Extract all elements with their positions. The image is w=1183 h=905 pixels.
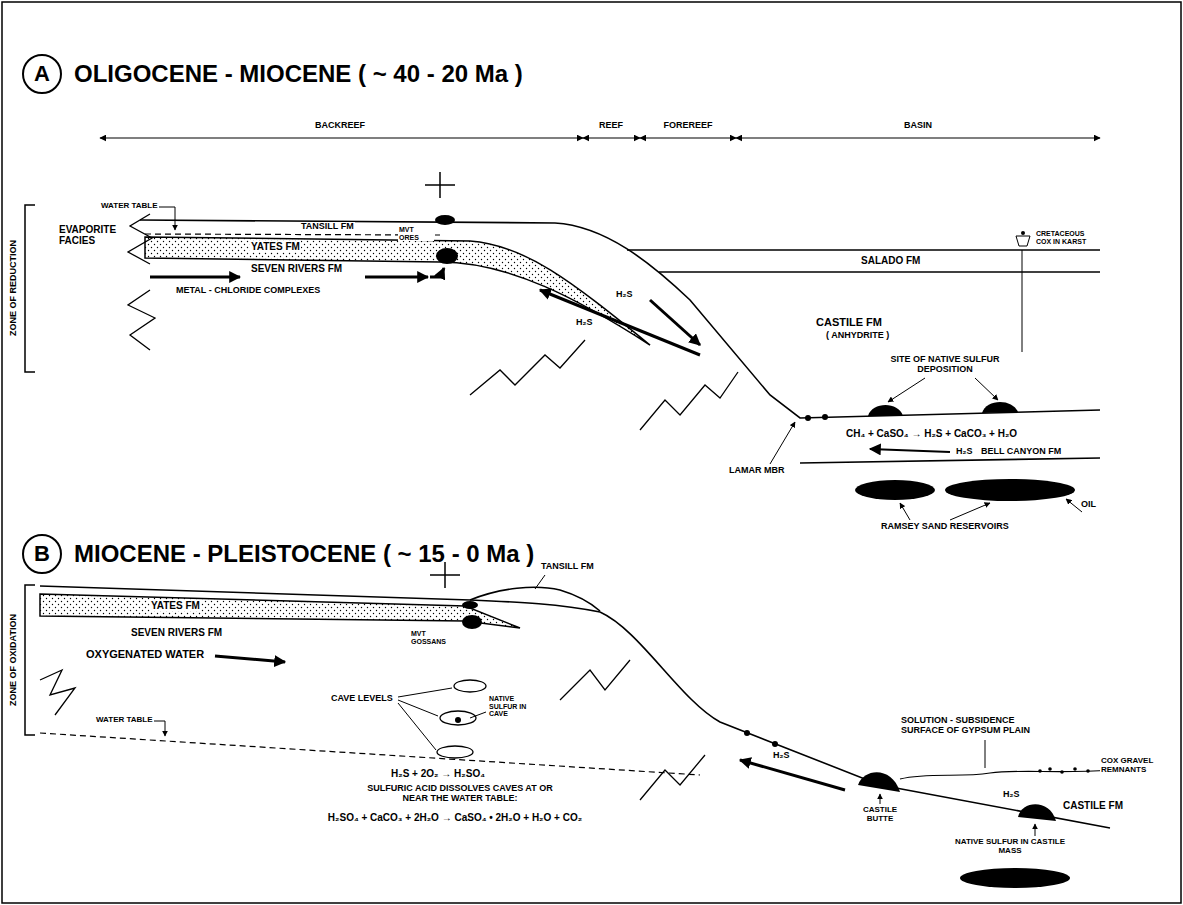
panel-title: MIOCENE - PLEISTOCENE ( ~ 15 - 0 Ma ) — [74, 540, 534, 568]
flow-arrow — [150, 268, 700, 355]
geo-label: OXYGENATED WATER — [85, 648, 205, 660]
land-surface — [40, 586, 1110, 828]
geo-label: CH₄ + CaSO₄ → H₂S + CaCO₃ + H₂O — [845, 428, 1018, 439]
geo-label: METAL - CHLORIDE COMPLEXES — [175, 286, 321, 296]
sulfur-deposit — [805, 402, 1018, 421]
ore-body — [462, 601, 482, 629]
geo-label: CASTILE FM — [815, 316, 883, 328]
facies-axis — [100, 137, 1100, 138]
geo-label: SEVEN RIVERS FM — [130, 627, 223, 638]
geo-label: H₂SO₄ + CaCO₃ + 2H₂O → CaSO₄ • 2H₂O + H₂… — [327, 812, 583, 823]
geo-label: SEVEN RIVERS FM — [250, 263, 343, 274]
flow-arrow — [215, 656, 845, 790]
ore-body — [435, 215, 458, 264]
geo-label: RAMSEY SAND RESERVOIRS — [880, 522, 1010, 532]
geo-label: H₂S — [772, 751, 791, 761]
geo-label: SALADO FM — [860, 255, 921, 266]
geo-label: MVT ORES — [398, 226, 434, 241]
facies-zigzag — [128, 214, 738, 430]
panel-letter: A — [22, 54, 62, 94]
geo-label: CASTILE BUTTE — [854, 806, 906, 824]
sulfur-deposit — [455, 717, 461, 723]
geo-label: EVAPORITE FACIES — [58, 224, 126, 246]
geo-label: MVT GOSSANS — [410, 630, 456, 645]
geo-label: SOLUTION - SUBSIDENCE SURFACE OF GYPSUM … — [900, 716, 1052, 736]
geo-label: NATIVE SULFUR IN CAVE — [488, 695, 530, 718]
geo-label: BELL CANYON FM — [980, 447, 1062, 457]
geo-label: ( ANHYDRITE ) — [825, 331, 890, 341]
geo-label: COX GRAVEL REMNANTS — [1100, 757, 1166, 775]
water-table — [145, 234, 440, 235]
oil-reservoir — [855, 479, 1075, 501]
geo-label: CAVE LEVELS — [330, 694, 394, 704]
geo-label: FOREREEF — [662, 121, 713, 131]
water-table — [40, 733, 700, 775]
yates-band — [145, 237, 650, 345]
geo-label: BACKREEF — [314, 121, 366, 131]
geo-label: H₂S + 2O₂ → H₂SO₄ — [390, 768, 486, 779]
geo-label: CRETACEOUS COX IN KARST — [1035, 230, 1089, 245]
geo-label: TANSILL FM — [300, 222, 355, 232]
geo-label: H₂S — [955, 447, 974, 457]
facies-zigzag — [40, 660, 705, 800]
geo-label: ZONE OF REDUCTION — [9, 239, 19, 337]
leader-line — [158, 207, 175, 230]
cox-icon — [1016, 231, 1030, 246]
oil-reservoir — [960, 868, 1070, 888]
geo-label: SITE OF NATIVE SULFUR DEPOSITION — [874, 355, 1016, 375]
leader-line — [152, 575, 1035, 836]
geo-label: H₂S — [1002, 790, 1021, 800]
geo-label: WATER TABLE — [95, 716, 154, 725]
geo-label: OIL — [1080, 500, 1097, 510]
geo-label: LAMAR MBR — [728, 466, 786, 476]
flow-arrow — [870, 449, 950, 452]
zone-bracket — [25, 205, 35, 735]
geo-label: YATES FM — [150, 600, 201, 611]
geo-label: H₂S — [615, 290, 634, 300]
geo-label: REEF — [598, 121, 624, 131]
geo-label: TANSILL FM — [540, 562, 595, 572]
geo-label: WATER TABLE — [100, 202, 159, 211]
geo-label: ZONE OF OXIDATION — [9, 613, 19, 707]
formation-lines — [140, 220, 1100, 463]
geo-label: H₂S — [575, 318, 594, 328]
leader-line — [770, 250, 1082, 520]
panel-title: OLIGOCENE - MIOCENE ( ~ 40 - 20 Ma ) — [74, 60, 523, 88]
panel-heading: B MIOCENE - PLEISTOCENE ( ~ 15 - 0 Ma ) — [22, 534, 534, 574]
cave — [437, 680, 486, 758]
panel-heading: A OLIGOCENE - MIOCENE ( ~ 40 - 20 Ma ) — [22, 54, 523, 94]
panel-letter: B — [22, 534, 62, 574]
geo-label: CASTILE FM — [1062, 800, 1124, 811]
geo-label: YATES FM — [250, 241, 301, 252]
cox-gravel — [1038, 767, 1090, 774]
geo-label: BASIN — [903, 121, 933, 131]
geo-label: SULFURIC ACID DISSOLVES CAVES AT OR NEAR… — [364, 784, 556, 804]
geo-label: NATIVE SULFUR IN CASTILE MASS — [949, 838, 1071, 856]
